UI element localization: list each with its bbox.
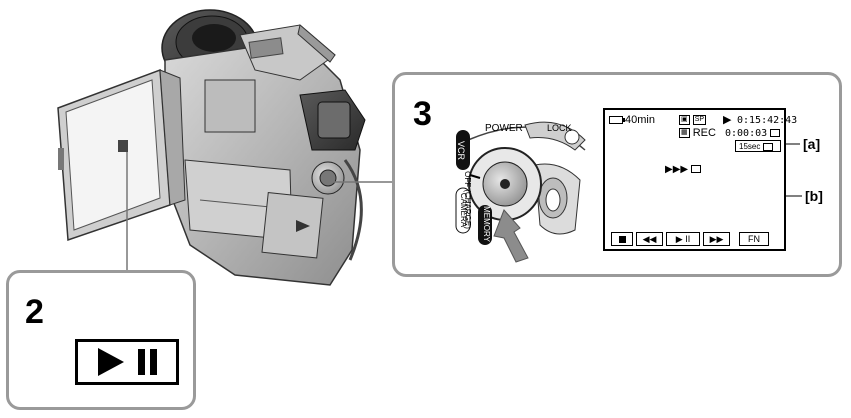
battery-indicator: 40min xyxy=(609,115,655,126)
fast-forward-icon: ▶▶ xyxy=(709,233,724,244)
dial-label-camera-top: CAMERA xyxy=(459,192,469,228)
interval-tape-icon xyxy=(763,142,774,151)
camcorder-body xyxy=(164,24,366,286)
reference-a: [a] xyxy=(803,136,821,152)
rec-time: 0:00:03 xyxy=(725,129,781,139)
stop-button[interactable] xyxy=(611,232,633,246)
power-label: POWER xyxy=(485,123,523,134)
timecode: 0:15:42:43 xyxy=(737,115,798,126)
interval-setting: 15sec xyxy=(735,140,781,152)
fn-label: FN xyxy=(748,233,760,244)
step2-number: 2 xyxy=(25,293,44,331)
reference-b: [b] xyxy=(805,188,823,204)
lcd-control-bar: ◀◀ ▶ II ▶▶ FN xyxy=(611,232,769,246)
memory-rec-icon: ▦ xyxy=(679,128,690,139)
dial-label-memory-top: MEMORY xyxy=(481,206,491,242)
lcd-play-pause-button[interactable]: ▶ II xyxy=(666,232,700,246)
step2-callout: 2 xyxy=(6,270,196,410)
progress-indicator: ▶▶▶ xyxy=(665,165,702,175)
indicator-tape-icon xyxy=(691,165,702,174)
step3-number: 3 xyxy=(413,95,432,133)
pause-icon xyxy=(137,349,157,375)
battery-icon xyxy=(609,116,625,125)
lock-label: LOCK xyxy=(547,123,572,133)
lcd-screen: 40min ▣ SP ▶ 0:15:42:43 ▦ REC 0:00:03 15… xyxy=(603,108,797,251)
tape-mode-icon: ▣ xyxy=(679,115,690,126)
sp-mode-icon: SP xyxy=(692,115,707,126)
tape-icon xyxy=(770,129,781,137)
play-status: ▶ xyxy=(723,114,732,126)
rewind-button[interactable]: ◀◀ xyxy=(636,232,663,246)
dial-label-vcr-top: VCR xyxy=(456,140,467,161)
play-pause-icon: ▶ II xyxy=(675,233,691,244)
stop-icon xyxy=(618,235,626,243)
lcd-panel xyxy=(57,68,186,242)
fast-forward-button[interactable]: ▶▶ xyxy=(703,232,730,246)
play-icon xyxy=(97,348,124,376)
play-pause-button[interactable] xyxy=(75,339,179,385)
rewind-icon: ◀◀ xyxy=(642,233,657,244)
rec-indicator: ▦ REC xyxy=(679,127,716,139)
fn-button[interactable]: FN xyxy=(739,232,769,246)
mode-icons: ▣ SP xyxy=(679,115,707,126)
